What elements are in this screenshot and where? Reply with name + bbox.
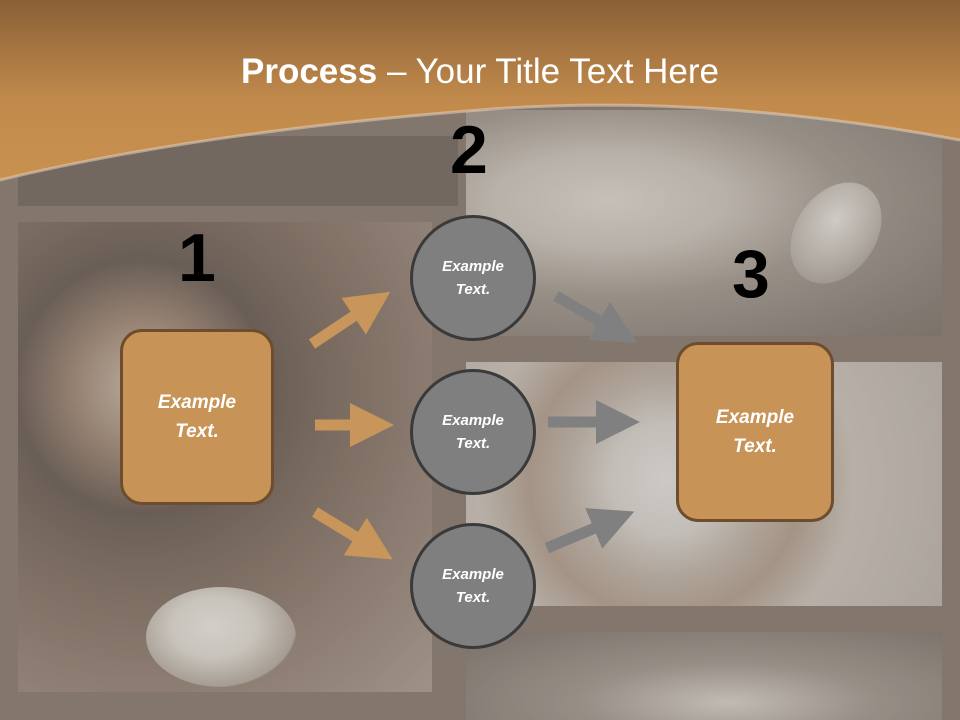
step-1-box[interactable]: Example Text. <box>120 329 274 505</box>
step-1-line2: Text. <box>175 421 219 442</box>
circle-1-line1: Example <box>442 258 504 275</box>
step-number-3: 3 <box>732 236 770 312</box>
circle-3-line1: Example <box>442 566 504 583</box>
step-3-line2: Text. <box>733 436 777 457</box>
circle-1-line2: Text. <box>455 281 491 298</box>
step-3-box[interactable]: Example Text. <box>676 342 834 522</box>
coffee-beans-photo <box>466 632 942 720</box>
circle-2-line2: Text. <box>455 435 491 452</box>
step-3-line1: Example <box>715 407 795 428</box>
step-3-box-text: Example Text. <box>716 403 794 461</box>
step-number-2: 2 <box>450 112 488 188</box>
arrow-circle1-to-box3 <box>553 291 638 344</box>
step-number-1: 1 <box>178 220 216 296</box>
step-2-circle-1[interactable]: Example Text. <box>410 215 536 341</box>
header-band <box>0 0 960 182</box>
slide-title: Process – Your Title Text Here <box>0 52 960 92</box>
arrow-box1-to-circle1 <box>308 291 391 349</box>
arrow-box1-to-circle3 <box>312 507 393 560</box>
cream-spoon-image <box>146 587 296 687</box>
step-1-box-text: Example Text. <box>158 388 236 446</box>
title-rest: – Your Title Text Here <box>377 52 719 91</box>
arrow-circle3-to-box3 <box>544 508 635 554</box>
white-cup-photo <box>466 110 942 336</box>
circle-2-text: Example Text. <box>442 409 504 455</box>
step-2-circle-2[interactable]: Example Text. <box>410 369 536 495</box>
step-2-circle-3[interactable]: Example Text. <box>410 523 536 649</box>
circle-3-line2: Text. <box>455 589 491 606</box>
title-bold: Process <box>241 52 378 91</box>
circle-3-text: Example Text. <box>442 563 504 609</box>
circle-1-text: Example Text. <box>442 255 504 301</box>
step-1-line1: Example <box>157 392 237 413</box>
circle-2-line1: Example <box>442 412 504 429</box>
